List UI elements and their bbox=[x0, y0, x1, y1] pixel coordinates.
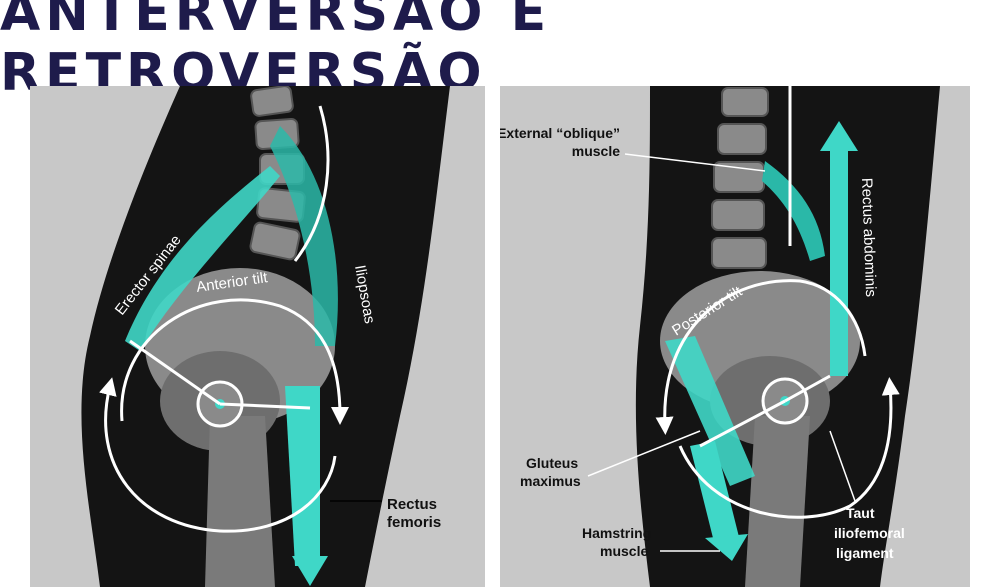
label-rectus-abdominis: Rectus abdominis bbox=[858, 178, 879, 298]
spine bbox=[249, 86, 306, 261]
lever-line bbox=[129, 339, 221, 406]
lever-line bbox=[699, 399, 786, 448]
rectus-abdominis-muscle bbox=[830, 146, 848, 376]
rectus-femoris-arrowhead bbox=[292, 556, 328, 586]
external-oblique-leader bbox=[624, 153, 766, 172]
lever-line-2 bbox=[784, 374, 831, 403]
taut-ligament-leader bbox=[829, 430, 856, 502]
iliopsoas-muscle bbox=[270, 126, 338, 346]
label-external-oblique-1: External “oblique” bbox=[500, 125, 620, 141]
label-hamstring-1: Hamstring bbox=[582, 525, 651, 541]
gluteus-leader bbox=[587, 430, 701, 477]
label-taut-1: Taut bbox=[846, 505, 875, 521]
hamstring-muscle bbox=[690, 441, 740, 546]
label-hamstring-2: muscle bbox=[600, 543, 648, 559]
label-gluteus-2: maximus bbox=[520, 473, 581, 489]
label-gluteus-1: Gluteus bbox=[526, 455, 578, 471]
lower-rotation-arrow bbox=[99, 377, 337, 533]
lower-rotation-arrow bbox=[678, 377, 900, 519]
rectus-abdominis-arrowhead bbox=[820, 121, 858, 151]
posterior-tilt-illustration: External “oblique” muscle Rectus abdomin… bbox=[500, 86, 970, 587]
label-taut-2: iliofemoral bbox=[834, 525, 905, 541]
anterior-tilt-panel: Erector spinae Anterior tilt Iliopsoas R… bbox=[30, 86, 485, 587]
external-oblique-muscle bbox=[762, 161, 825, 261]
rectus-femoris-muscle bbox=[285, 386, 320, 566]
hamstring-arrowhead bbox=[705, 534, 748, 561]
femur bbox=[745, 416, 810, 587]
page-title: ANTERVERSÃO E RETROVERSÃO bbox=[0, 0, 552, 103]
lever-line-2 bbox=[219, 402, 311, 410]
gluteus-maximus-muscle bbox=[665, 336, 755, 486]
anterior-tilt-arrow bbox=[120, 298, 349, 425]
label-external-oblique-2: muscle bbox=[572, 143, 620, 159]
erector-spinae-muscle bbox=[125, 166, 280, 351]
label-taut-3: ligament bbox=[836, 545, 894, 561]
posterior-tilt-panel: External “oblique” muscle Rectus abdomin… bbox=[500, 86, 970, 587]
posterior-tilt-arrow bbox=[655, 279, 867, 435]
label-rectus-femoris-2: femoris bbox=[387, 514, 441, 531]
femur bbox=[205, 416, 275, 587]
spine-arc bbox=[293, 105, 330, 262]
anterior-tilt-illustration: Erector spinae Anterior tilt Iliopsoas R… bbox=[30, 86, 485, 587]
label-rectus-femoris-1: Rectus bbox=[387, 496, 437, 513]
